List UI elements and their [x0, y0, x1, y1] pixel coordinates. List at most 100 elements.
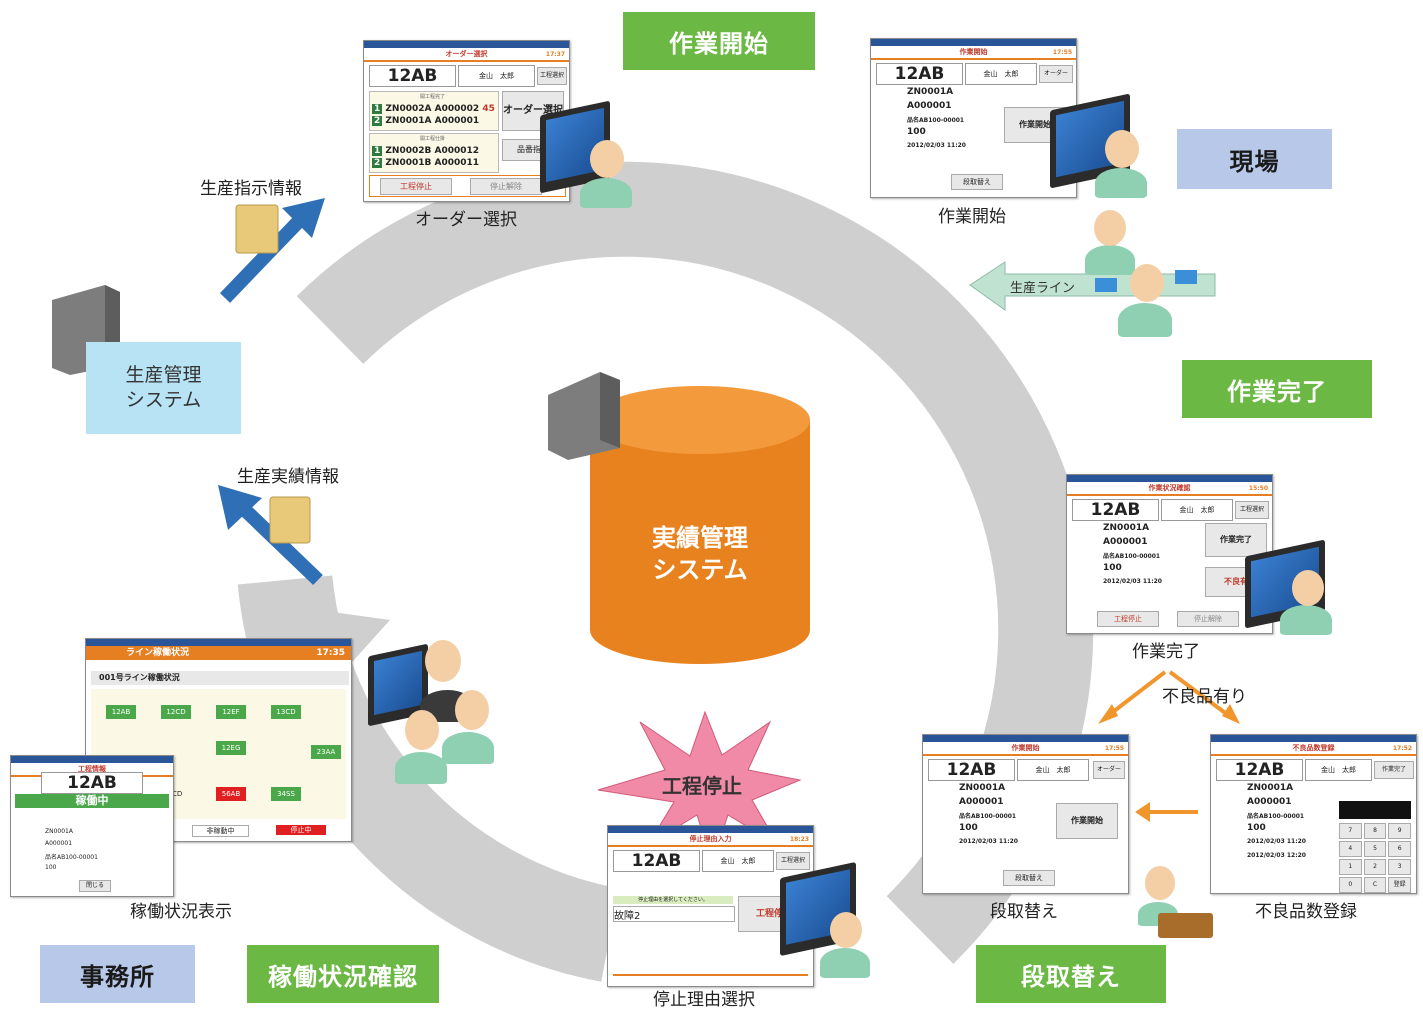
change-order-button[interactable]: オーダー	[1093, 761, 1125, 779]
line-node[interactable]: 12EG	[216, 741, 246, 755]
done-stop-button[interactable]: 工程停止	[1097, 611, 1159, 627]
order-row-part[interactable]: A000012	[434, 146, 480, 156]
change-order: ZN0001A	[959, 783, 1006, 793]
keypad-key[interactable]: 6	[1388, 841, 1411, 857]
line-header: ライン稼働状況 17:35	[86, 646, 351, 660]
defect-part: A000001	[1247, 797, 1292, 807]
keypad-key[interactable]: 1	[1339, 859, 1362, 875]
instruction-label: 生産指示情報	[200, 179, 302, 199]
stage-work-start: 作業開始	[623, 12, 815, 70]
worker-head	[1105, 130, 1139, 168]
line-node[interactable]: 23AA	[311, 745, 341, 759]
defect-title: 不良品数登録	[1292, 744, 1335, 752]
defect-qty: 100	[1247, 823, 1266, 833]
order-row-part[interactable]: A000002	[434, 104, 480, 114]
order-row-order[interactable]: ZN0001B	[385, 158, 432, 168]
keypad-key[interactable]: C	[1363, 877, 1387, 893]
order-row-part[interactable]: A000001	[434, 116, 480, 126]
worker-icon	[1118, 303, 1172, 337]
done-started: 2012/02/03 11:20	[1103, 578, 1162, 585]
defect-ended: 2012/02/03 12:20	[1247, 852, 1306, 859]
order-row-order[interactable]: ZN0001A	[385, 116, 432, 126]
stop-process-button[interactable]: 工程選択	[776, 852, 810, 870]
changeover-button[interactable]: 段取替え	[951, 174, 1003, 190]
instruction-document-icon	[235, 204, 279, 254]
order-time: 17:37	[545, 50, 565, 58]
worker-head	[590, 140, 624, 178]
done-code: 12AB	[1072, 499, 1159, 521]
info-close-button[interactable]: 閉じる	[79, 880, 111, 892]
work-done-button[interactable]: 作業完了	[1205, 523, 1267, 557]
order-row-order[interactable]: ZN0002B	[385, 146, 432, 156]
keypad-key[interactable]: 4	[1339, 841, 1362, 857]
stop-release-button[interactable]: 停止解除	[470, 178, 542, 195]
order-row-order[interactable]: ZN0002A	[385, 104, 432, 114]
order-row-no: 1	[372, 146, 383, 156]
stage-field: 現場	[1177, 129, 1332, 189]
change-part: A000001	[959, 797, 1004, 807]
start-order-button[interactable]: オーダー	[1039, 65, 1073, 83]
stop-title: 停止理由入力	[689, 835, 732, 843]
worker-head	[1094, 210, 1126, 246]
done-title: 作業状況確認	[1148, 484, 1191, 492]
caption-status-display: 稼働状況表示	[130, 902, 232, 922]
keypad-key[interactable]: 3	[1388, 859, 1411, 875]
order-code: 12AB	[369, 65, 456, 87]
results-system-line1: 実績管理	[652, 524, 748, 552]
order-row-part[interactable]: A000011	[434, 158, 480, 168]
keypad-key[interactable]: 7	[1339, 823, 1362, 839]
stop-code: 12AB	[613, 850, 700, 872]
keypad-key[interactable]: 0	[1339, 877, 1362, 893]
done-process-button[interactable]: 工程選択	[1235, 501, 1269, 519]
stop-reason-select[interactable]: 故障2	[613, 906, 735, 922]
product-box-icon	[1095, 278, 1117, 292]
done-worker: 金山 太郎	[1161, 499, 1233, 521]
line-node[interactable]: 12EF	[216, 705, 246, 719]
order-footer: 工程停止 停止解除	[369, 175, 566, 197]
start-worker: 金山 太郎	[965, 63, 1037, 85]
line-node[interactable]: 34SS	[271, 787, 301, 801]
line-node[interactable]: 12AB	[106, 705, 136, 719]
results-document-icon	[269, 496, 311, 544]
start-started: 2012/02/03 11:20	[907, 142, 966, 149]
line-node[interactable]: 12CD	[161, 705, 191, 719]
line-name: 001号ライン稼働状況	[91, 671, 349, 685]
manager-head	[425, 640, 461, 682]
done-release-button[interactable]: 停止解除	[1177, 611, 1239, 627]
order-process-button[interactable]: 工程選択	[537, 67, 567, 85]
process-stop-button[interactable]: 工程停止	[380, 178, 452, 195]
product-box-icon	[1175, 270, 1197, 284]
keypad-key[interactable]: 5	[1363, 841, 1387, 857]
keypad-key[interactable]: 登録	[1388, 877, 1411, 893]
worker-head	[830, 912, 862, 948]
legend-stopped: 停止中	[276, 825, 326, 835]
keypad-key[interactable]: 2	[1363, 859, 1387, 875]
caption-stop-reason: 停止理由選択	[653, 990, 755, 1010]
info-order: ZN0001A	[45, 828, 73, 835]
production-line-label: 生産ライン	[1010, 281, 1076, 296]
cylinder-body	[590, 420, 810, 630]
start-name: 品名AB100-00001	[907, 117, 965, 124]
info-state: 稼働中	[15, 794, 169, 808]
screen-line-status: ライン稼働状況 17:35 001号ライン稼働状況 12AB 12CD 12EF…	[85, 638, 352, 842]
line-node[interactable]: 13CD	[271, 705, 301, 719]
production-management-system: 生産管理 システム	[86, 342, 241, 434]
defect-done-button[interactable]: 作業完了	[1374, 761, 1414, 779]
order-group1: 開工程完了 1 ZN0002A A000002 45 2 ZN0001A A00…	[369, 91, 499, 131]
change-code: 12AB	[928, 759, 1015, 781]
keypad-key[interactable]: 9	[1388, 823, 1411, 839]
defect-label: 不良品有り	[1162, 687, 1247, 707]
results-label: 生産実績情報	[237, 467, 339, 487]
caption-defect-entry: 不良品数登録	[1255, 902, 1357, 922]
change-start-button[interactable]: 作業開始	[1056, 803, 1118, 839]
keypad-key[interactable]: 8	[1363, 823, 1387, 839]
legend-inactive: 非稼動中	[192, 825, 249, 837]
change-changeover-button[interactable]: 段取替え	[1003, 870, 1055, 886]
line-node-stopped[interactable]: 56AB	[216, 787, 246, 801]
change-qty: 100	[959, 823, 978, 833]
change-name: 品名AB100-00001	[959, 813, 1017, 820]
cylinder-top	[590, 386, 810, 454]
info-title: 工程情報	[78, 765, 106, 773]
